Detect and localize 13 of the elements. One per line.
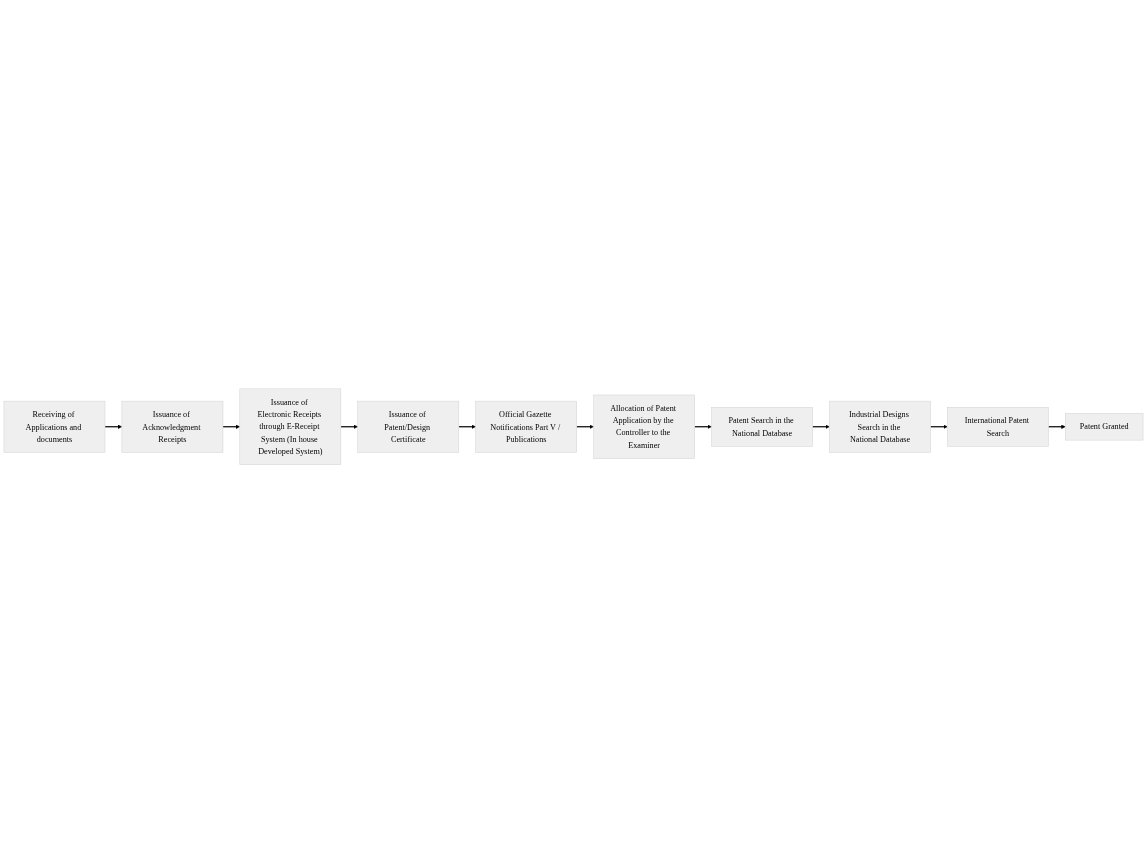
node-box: International Patent Search — [947, 406, 1049, 447]
node-box: Official Gazette Notifications Part V / Publications — [475, 400, 577, 453]
arrow — [340, 424, 358, 429]
arrow — [929, 424, 948, 429]
node-box: Issuance of Electronic Receipts through E-Receipt System (In house Developed System) — [239, 388, 342, 465]
node-box: Patent Granted — [1065, 412, 1144, 441]
node-box: Allocation of Patent Application by the Controller to the Examiner — [593, 394, 695, 459]
node-box: Industrial Designs Search in the National Database — [829, 400, 931, 453]
node-box: Issuance of Acknowledgment Receipts — [121, 400, 224, 453]
node-box: Receiving of Applications and documents — [3, 400, 106, 453]
node-box: Issuance of Patent/Design Certificate — [357, 400, 460, 453]
node-box: Patent Search in the National Database — [711, 406, 813, 447]
arrow — [458, 424, 476, 429]
